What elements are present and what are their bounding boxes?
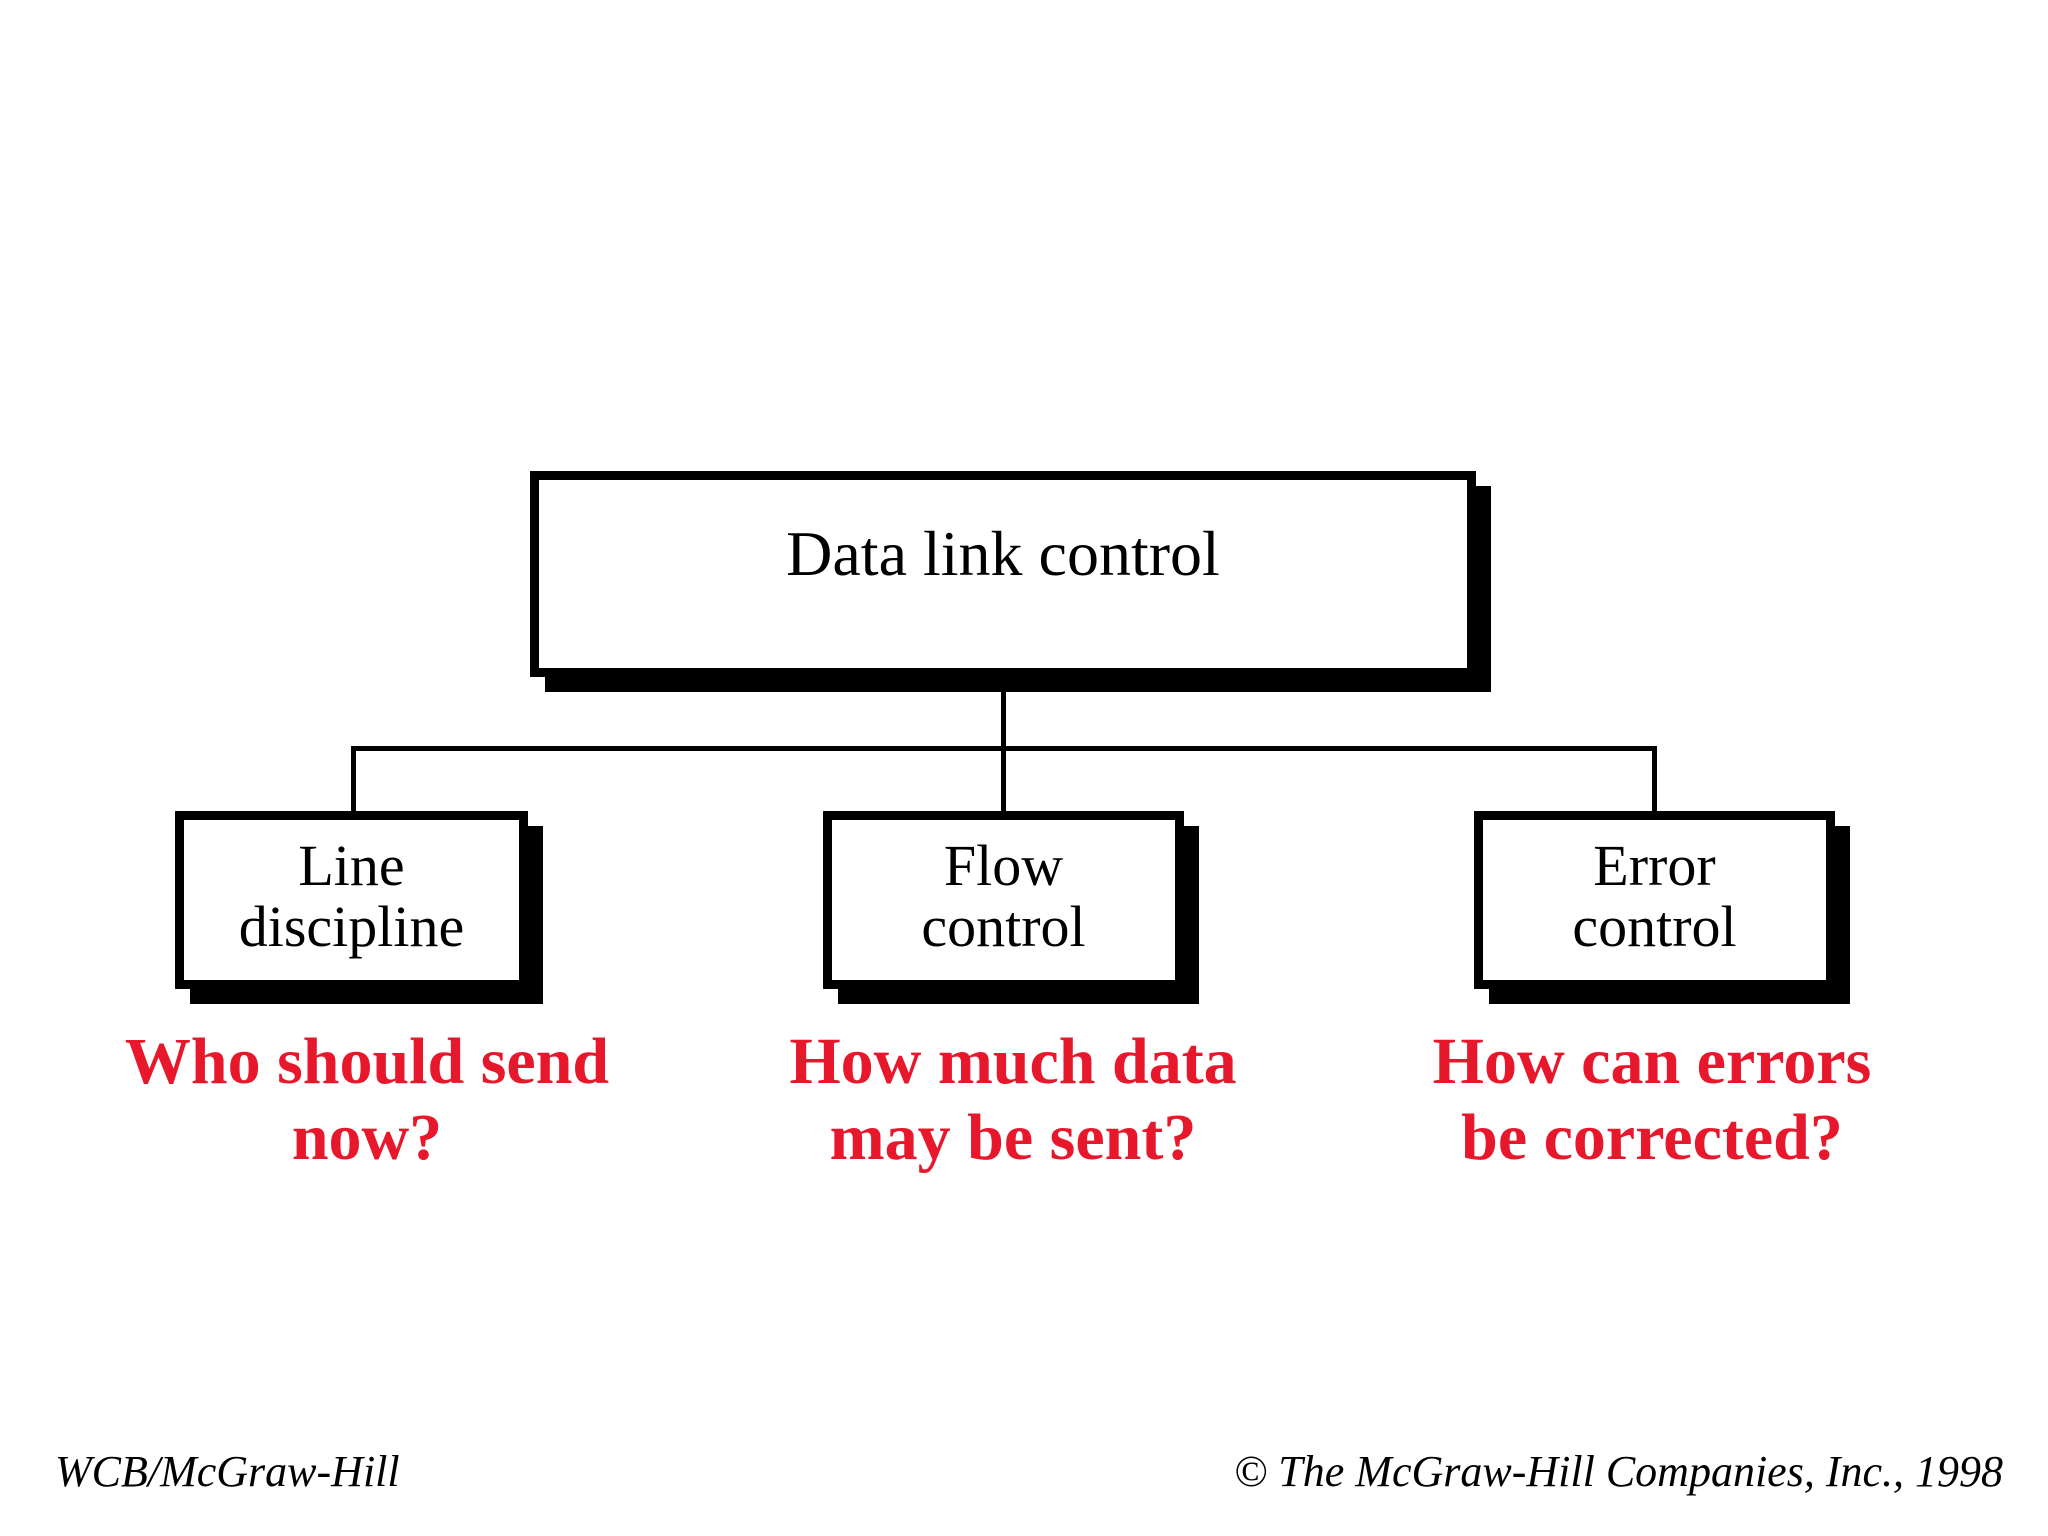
node-data-link-control-label: Data link control [786,518,1220,589]
connector-drop-flow-control [1001,746,1006,812]
node-flow-control-label: Flow control [921,833,1086,959]
node-data-link-control: Data link control [530,471,1476,677]
node-line-discipline-label: Line discipline [238,833,465,959]
connector-drop-line-discipline [351,746,356,812]
footer-copyright: © The McGraw-Hill Companies, Inc., 1998 [1233,1447,2003,1496]
node-error-control-label: Error control [1572,833,1737,959]
connector-root-stem [1001,677,1006,751]
footer-publisher: WCB/McGraw-Hill [55,1447,400,1496]
question-error-control: How can errors be corrected? [1432,1025,1872,1174]
node-line-discipline: Line discipline [175,811,528,989]
question-line-discipline: Who should send now? [124,1025,610,1174]
node-error-control: Error control [1474,811,1835,989]
question-flow-control: How much data may be sent? [789,1025,1237,1174]
node-flow-control: Flow control [823,811,1184,989]
connector-drop-error-control [1652,746,1657,812]
